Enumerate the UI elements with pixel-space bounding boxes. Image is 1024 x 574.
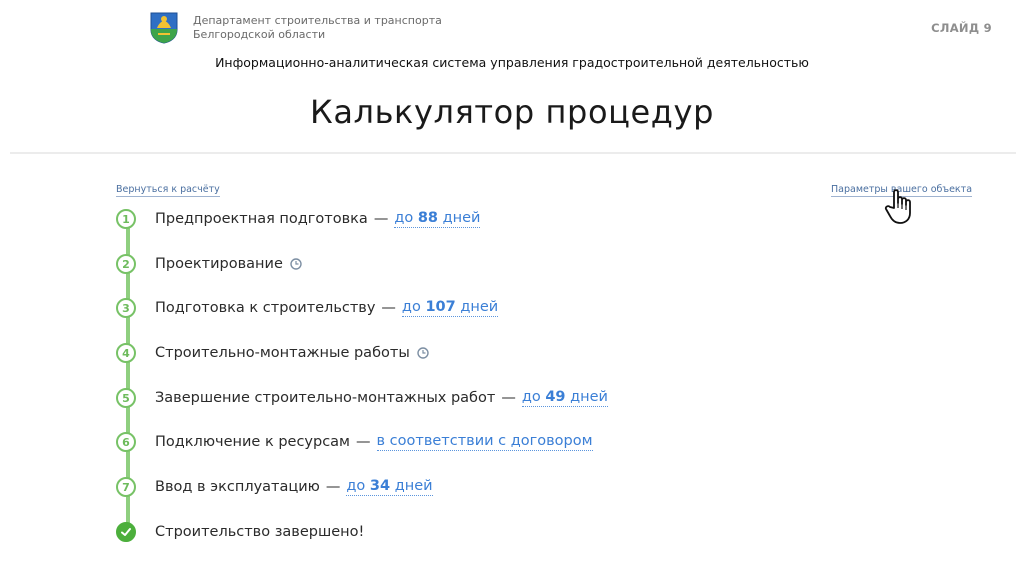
step-6: 6 Подключение к ресурсам — в соответстви… <box>116 430 593 454</box>
step-separator: — <box>356 434 371 450</box>
step-number-badge: 1 <box>116 209 136 229</box>
step-number-badge: 4 <box>116 343 136 363</box>
step-separator: — <box>501 390 516 406</box>
step-duration-link[interactable]: до 49 дней <box>521 389 608 407</box>
step-label: Строительство завершено! <box>155 524 365 540</box>
step-label: Завершение строительно-монтажных работ <box>155 390 496 406</box>
step-2: 2 Проектирование <box>116 252 302 276</box>
divider <box>10 152 1016 154</box>
step-separator: — <box>381 300 396 316</box>
system-title: Информационно-аналитическая система упра… <box>215 55 809 70</box>
slide-number: СЛАЙД 9 <box>931 21 992 35</box>
step-7: 7 Ввод в эксплуатацию — до 34 дней <box>116 475 433 499</box>
step-number-badge: 5 <box>116 388 136 408</box>
step-label: Проектирование <box>155 256 283 272</box>
department-line-2: Белгородской области <box>193 27 326 41</box>
step-label: Подключение к ресурсам <box>155 434 350 450</box>
step-1: 1 Предпроектная подготовка — до 88 дней <box>116 207 481 231</box>
clock-icon[interactable] <box>290 258 302 270</box>
step-label: Предпроектная подготовка <box>155 211 368 227</box>
step-duration-link[interactable]: в соответствии с договором <box>376 433 593 451</box>
step-label: Подготовка к строительству <box>155 300 376 316</box>
department-name: Департамент строительства и транспорта Б… <box>193 14 442 41</box>
step-number-badge: 3 <box>116 298 136 318</box>
step-label: Строительно-монтажные работы <box>155 345 410 361</box>
step-5: 5 Завершение строительно-монтажных работ… <box>116 386 608 410</box>
back-to-calculation-link[interactable]: Вернуться к расчёту <box>116 184 220 197</box>
step-number-badge: 7 <box>116 477 136 497</box>
step-complete: Строительство завершено! <box>116 520 364 544</box>
step-duration-link[interactable]: до 34 дней <box>346 478 433 496</box>
step-4: 4 Строительно-монтажные работы <box>116 341 429 365</box>
step-separator: — <box>325 479 341 495</box>
department-line-1: Департамент строительства и транспорта <box>193 14 442 27</box>
clock-icon[interactable] <box>417 347 429 359</box>
step-duration-link[interactable]: до 107 дней <box>401 299 499 317</box>
step-3: 3 Подготовка к строительству — до 107 дн… <box>116 296 499 320</box>
step-label: Ввод в эксплуатацию <box>155 479 320 495</box>
step-separator: — <box>373 211 389 227</box>
progress-track <box>126 218 130 532</box>
step-number-badge: 2 <box>116 254 136 274</box>
page-title: Калькулятор процедур <box>310 93 714 131</box>
checkmark-icon <box>116 522 136 542</box>
step-duration-link[interactable]: до 88 дней <box>394 210 481 228</box>
coat-of-arms-icon <box>150 12 178 44</box>
step-number-badge: 6 <box>116 432 136 452</box>
hand-cursor-icon <box>884 189 911 224</box>
